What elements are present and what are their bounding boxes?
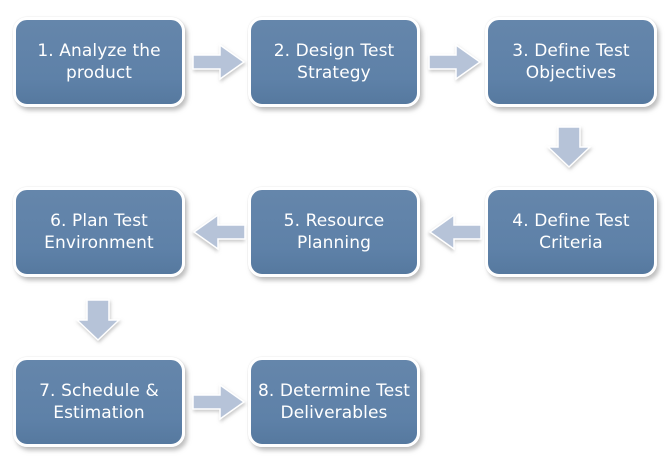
step-label-line: 7. Schedule &: [39, 380, 159, 401]
step-box-4: 4. Define Test Criteria: [485, 187, 657, 277]
step-box-2: 2. Design Test Strategy: [248, 17, 420, 107]
step-label-line: 3. Define Test: [512, 40, 630, 61]
step-label-line: Planning: [296, 233, 372, 253]
step-label-line: Environment: [44, 233, 154, 253]
arrow-down-icon: [546, 126, 592, 169]
step-label-line: 2. Design Test: [273, 40, 395, 61]
step-label-line: product: [65, 63, 133, 83]
step-box-5: 5. Resource Planning: [248, 187, 420, 277]
step-label-line: Deliverables: [280, 403, 388, 423]
step-label-line: 4. Define Test: [512, 210, 630, 231]
arrow-down-icon: [75, 299, 121, 342]
step-label-line: 1. Analyze the: [37, 40, 161, 61]
arrow-right-icon: [428, 43, 482, 81]
step-box-3: 3. Define Test Objectives: [485, 17, 657, 107]
step-box-1: 1. Analyze the product: [13, 17, 185, 107]
step-box-7: 7. Schedule & Estimation: [13, 357, 185, 447]
step-label-line: Objectives: [525, 63, 617, 83]
step-label-line: 8. Determine Test: [257, 380, 411, 401]
step-label-line: Strategy: [297, 63, 371, 83]
step-label-line: 5. Resource: [283, 210, 385, 231]
arrow-right-icon: [192, 383, 246, 421]
step-label-line: Estimation: [53, 403, 145, 423]
step-box-6: 6. Plan Test Environment: [13, 187, 185, 277]
arrow-right-icon: [192, 43, 246, 81]
step-label-line: Criteria: [539, 233, 603, 253]
arrow-left-icon: [428, 213, 482, 251]
step-label-line: 6. Plan Test: [50, 210, 148, 231]
step-box-8: 8. Determine Test Deliverables: [248, 357, 420, 447]
arrow-left-icon: [192, 213, 246, 251]
